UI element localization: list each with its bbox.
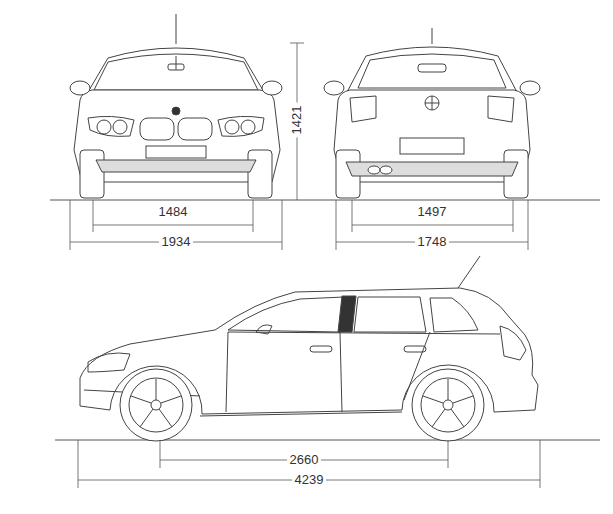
dimension-line [70, 43, 540, 488]
wheel [120, 369, 192, 441]
wheel [412, 369, 484, 441]
dimension-label: 1484 [156, 205, 191, 219]
dimension-label: 1748 [415, 235, 450, 249]
dimension-label: 2660 [287, 453, 322, 467]
ground-line [50, 200, 600, 440]
rear-view [324, 28, 540, 198]
dimension-label: 1934 [159, 235, 194, 249]
dimension-label: 4239 [292, 473, 327, 487]
side-view [80, 256, 538, 441]
front-view [70, 14, 282, 198]
dimension-label: 1497 [415, 205, 450, 219]
dimension-label: 1421 [290, 103, 304, 138]
